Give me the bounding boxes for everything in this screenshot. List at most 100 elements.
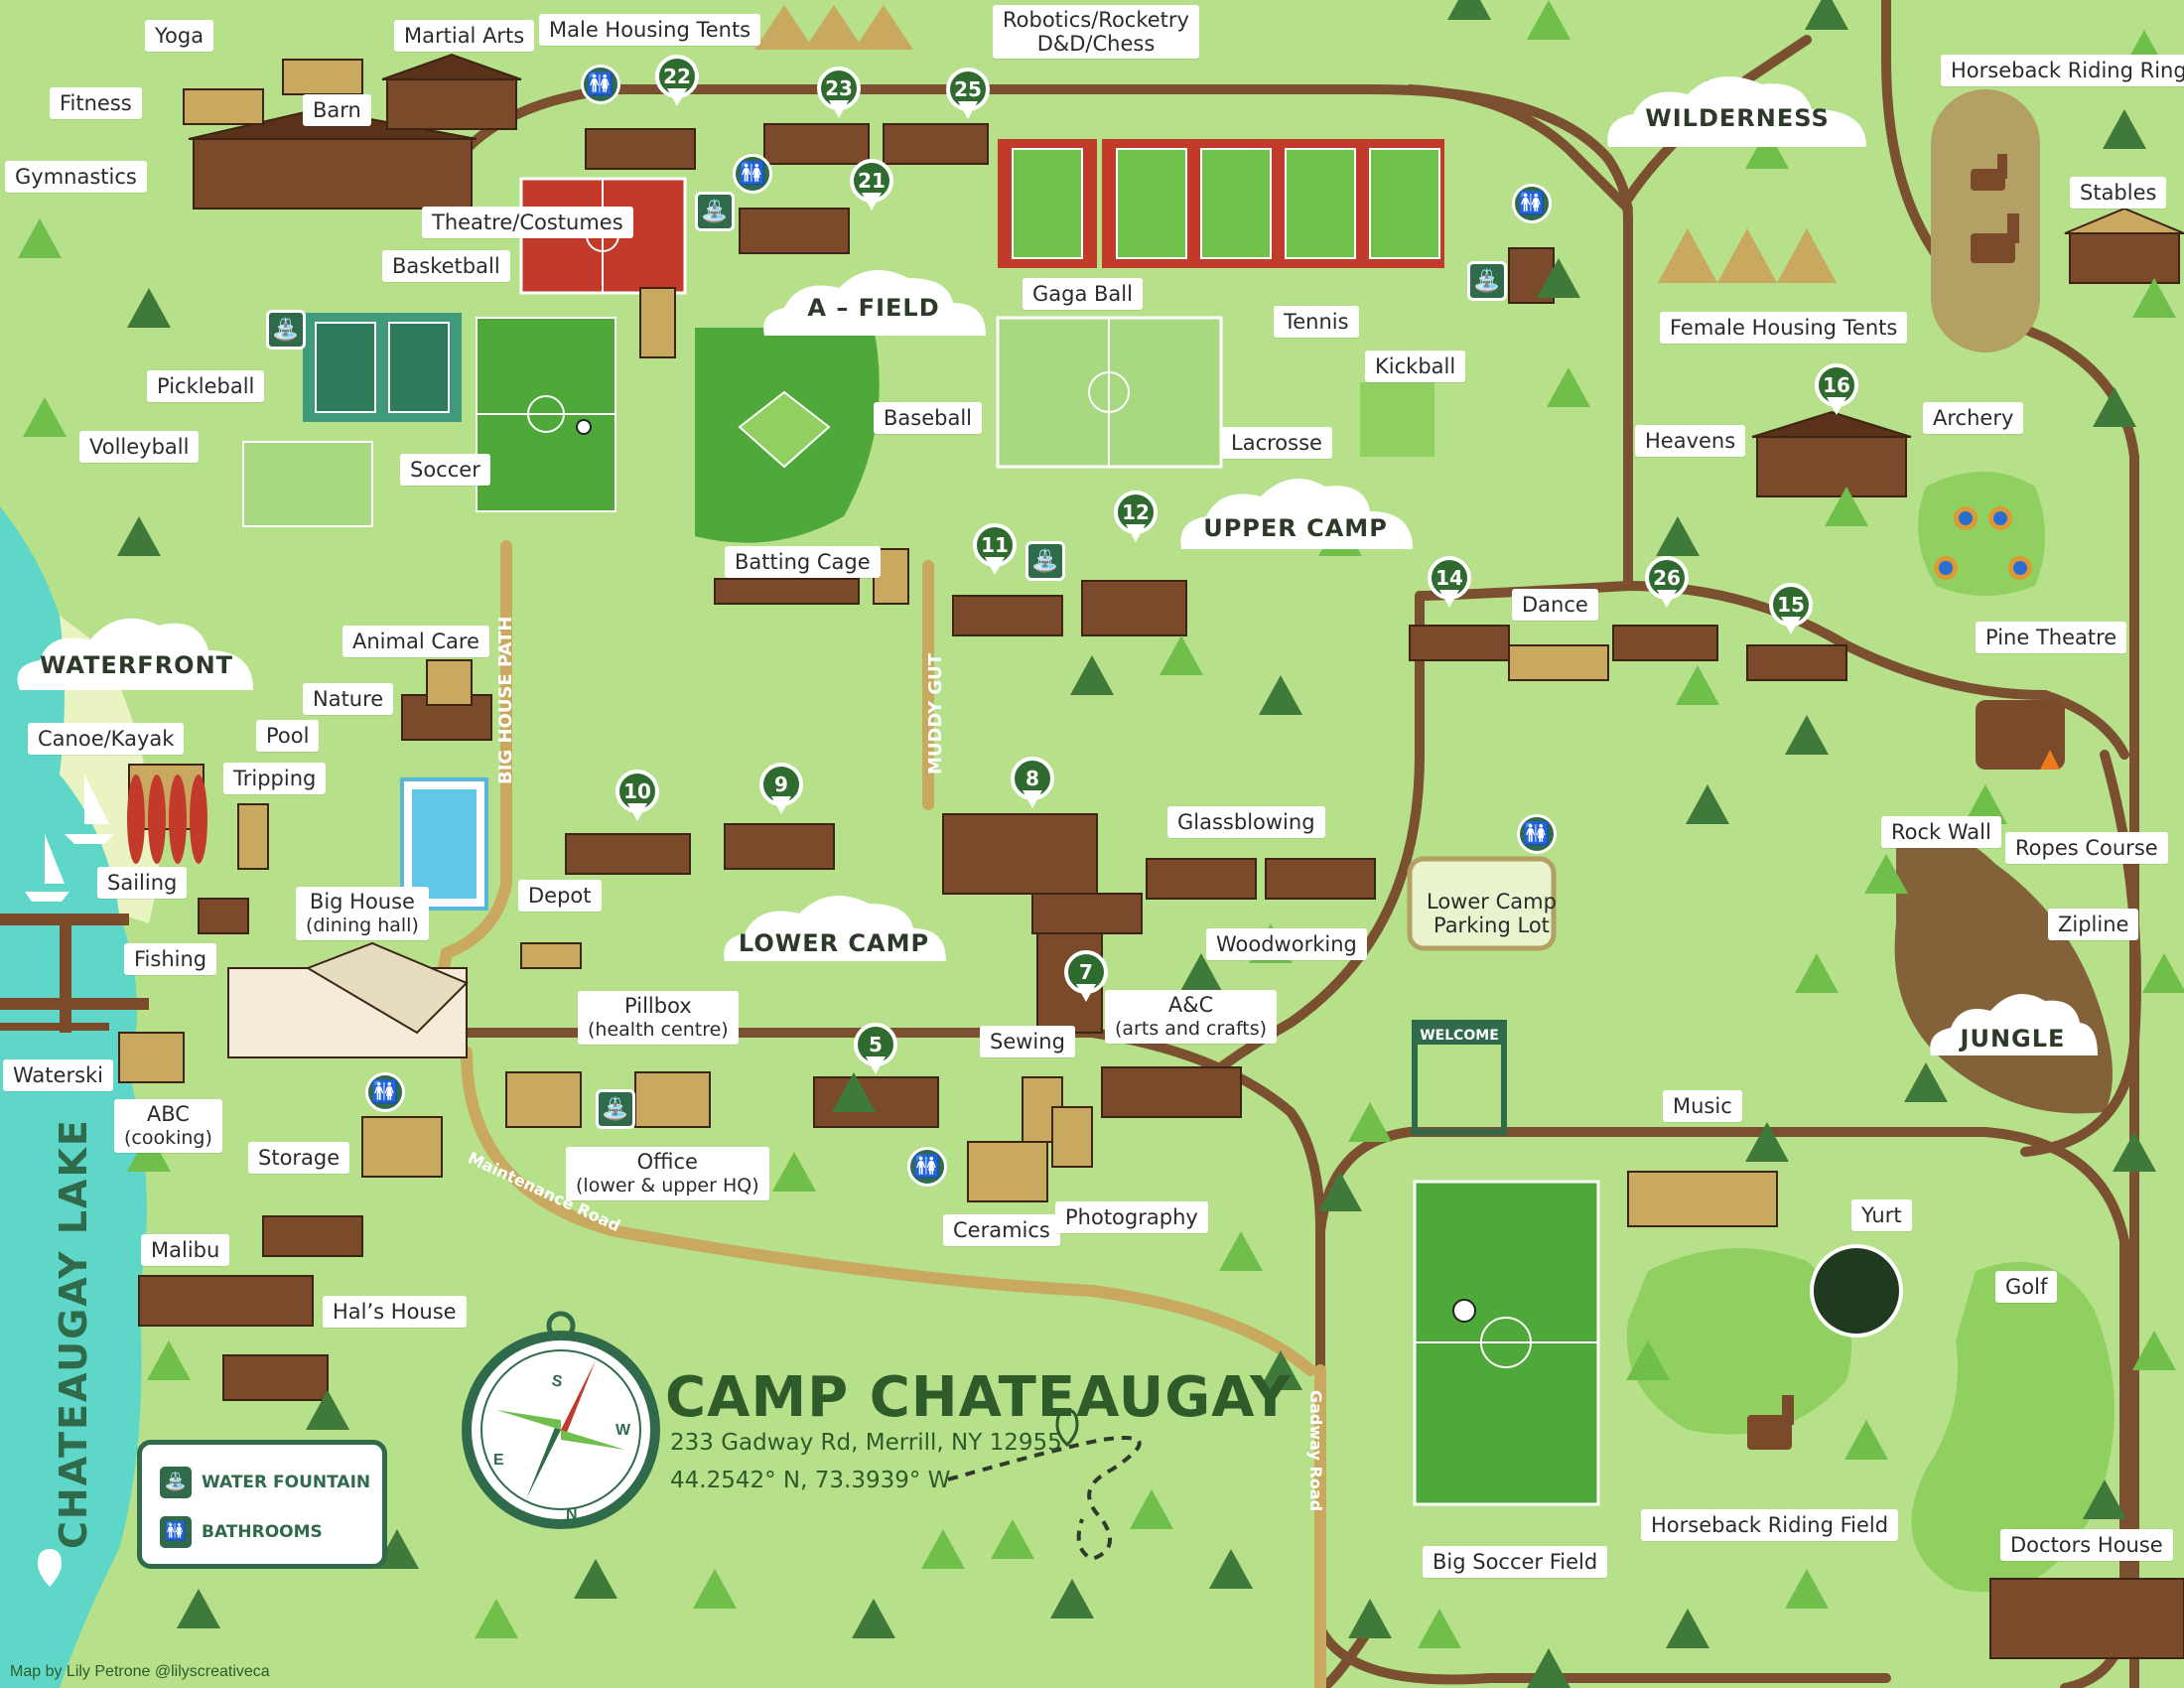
label-hals-house[interactable]: Hal’s House — [323, 1296, 467, 1328]
cabin-pin-10[interactable]: 10 — [615, 770, 659, 825]
label-zipline[interactable]: Zipline — [2048, 909, 2139, 940]
label-glassblowing[interactable]: Glassblowing — [1167, 806, 1325, 838]
cabin-pin-9[interactable]: 9 — [759, 763, 803, 818]
label-basketball[interactable]: Basketball — [382, 250, 510, 282]
wilderness-title: WILDERNESS — [1645, 104, 1830, 132]
label-big-house[interactable]: Big House (dining hall) — [296, 887, 429, 940]
cabin-pin-5[interactable]: 5 — [854, 1023, 897, 1078]
label-doctors-house[interactable]: Doctors House — [2000, 1529, 2173, 1561]
cabin-pin-25[interactable]: 25 — [946, 68, 990, 123]
cabin-pin-16[interactable]: 16 — [1815, 363, 1858, 419]
label-soccer[interactable]: Soccer — [400, 454, 490, 486]
label-male-housing-tents[interactable]: Male Housing Tents — [539, 14, 761, 46]
tree — [127, 288, 171, 328]
baseball-field — [695, 328, 880, 543]
lake-pin-icon — [38, 1549, 62, 1587]
label-pine-theatre[interactable]: Pine Theatre — [1976, 622, 2127, 653]
cabin-pin-12[interactable]: 12 — [1114, 491, 1158, 546]
label-archery[interactable]: Archery — [1923, 402, 2024, 434]
cabin-pin-26[interactable]: 26 — [1645, 556, 1689, 612]
label-volleyball[interactable]: Volleyball — [79, 431, 200, 463]
label-barn[interactable]: Barn — [303, 94, 371, 126]
label-heavens[interactable]: Heavens — [1635, 425, 1746, 457]
tree — [1666, 1609, 1709, 1648]
label-sewing[interactable]: Sewing — [980, 1026, 1075, 1057]
a-field-title: A – FIELD — [807, 294, 940, 322]
label-ac[interactable]: A&C (arts and crafts) — [1105, 990, 1278, 1044]
lower-camp-parking-lot — [1407, 856, 1557, 951]
cabin-pin-15[interactable]: 15 — [1769, 583, 1813, 638]
welcome-label: WELCOME — [1420, 1028, 1499, 1044]
cabin-pin-14[interactable]: 14 — [1428, 556, 1471, 612]
tree — [921, 1529, 965, 1569]
label-kickball[interactable]: Kickball — [1365, 351, 1466, 382]
label-animal-care[interactable]: Animal Care — [342, 626, 489, 657]
label-lower-camp-parking[interactable]: Lower Camp Parking Lot — [1417, 887, 1567, 940]
label-golf[interactable]: Golf — [1995, 1271, 2058, 1303]
tree — [475, 1599, 518, 1638]
label-gaga-ball[interactable]: Gaga Ball — [1023, 278, 1143, 310]
label-storage[interactable]: Storage — [248, 1142, 350, 1174]
bathrooms-icon: 🚻 — [907, 1147, 947, 1187]
label-waterski[interactable]: Waterski — [3, 1059, 114, 1091]
label-malibu[interactable]: Malibu — [141, 1234, 230, 1266]
label-lacrosse[interactable]: Lacrosse — [1221, 427, 1332, 459]
label-pillbox[interactable]: Pillbox (health centre) — [578, 991, 739, 1045]
label-tripping[interactable]: Tripping — [223, 763, 327, 794]
label-abc-line1: ABC — [146, 1102, 190, 1126]
label-ropes-course[interactable]: Ropes Course — [2005, 832, 2168, 864]
tree — [1547, 367, 1590, 407]
label-female-housing-tents[interactable]: Female Housing Tents — [1660, 312, 1908, 344]
label-martial-arts[interactable]: Martial Arts — [394, 20, 535, 52]
label-rock-wall[interactable]: Rock Wall — [1881, 816, 2001, 848]
tree — [1219, 1231, 1263, 1271]
label-horseback-riding-field[interactable]: Horseback Riding Field — [1641, 1509, 1899, 1541]
label-baseball[interactable]: Baseball — [874, 402, 983, 434]
label-yoga[interactable]: Yoga — [145, 20, 214, 52]
soccer-field — [476, 317, 616, 512]
label-pool[interactable]: Pool — [256, 720, 320, 752]
label-pickleball[interactable]: Pickleball — [147, 370, 265, 402]
tree — [1626, 1340, 1670, 1380]
label-music[interactable]: Music — [1663, 1090, 1742, 1122]
label-sailing[interactable]: Sailing — [97, 867, 188, 899]
label-yurt[interactable]: Yurt — [1851, 1199, 1912, 1231]
tree — [1904, 1062, 1948, 1102]
tree — [1348, 1102, 1392, 1142]
label-fishing[interactable]: Fishing — [124, 943, 217, 975]
water-fountain-icon: ⛲ — [266, 310, 306, 350]
label-dance[interactable]: Dance — [1512, 589, 1598, 621]
label-nature[interactable]: Nature — [303, 683, 394, 715]
label-tennis[interactable]: Tennis — [1274, 306, 1359, 338]
cabin-pin-21[interactable]: 21 — [850, 159, 893, 214]
cabin-pin-23[interactable]: 23 — [817, 67, 861, 122]
label-depot[interactable]: Depot — [518, 880, 602, 912]
tree — [1447, 0, 1491, 20]
cabin-pin-7[interactable]: 7 — [1064, 950, 1108, 1006]
tree — [1527, 1648, 1570, 1688]
label-photography[interactable]: Photography — [1055, 1201, 1208, 1233]
cabin-pin-22[interactable]: 22 — [655, 55, 699, 110]
label-stables[interactable]: Stables — [2070, 177, 2167, 209]
label-big-soccer-field[interactable]: Big Soccer Field — [1423, 1546, 1608, 1578]
tree — [574, 1559, 617, 1599]
muddy-gut-label: MUDDY GUT — [925, 652, 946, 774]
bathrooms-icon: 🚻 — [733, 154, 772, 194]
cabin-pin-11[interactable]: 11 — [973, 523, 1017, 579]
label-ceramics[interactable]: Ceramics — [943, 1214, 1060, 1246]
label-robotics[interactable]: Robotics/Rocketry D&D/Chess — [993, 5, 1199, 59]
label-woodworking[interactable]: Woodworking — [1206, 928, 1367, 960]
label-canoe-kayak[interactable]: Canoe/Kayak — [28, 723, 185, 755]
label-theatre-costumes[interactable]: Theatre/Costumes — [422, 207, 633, 238]
cabin-pin-8[interactable]: 8 — [1011, 757, 1054, 812]
horseback-riding-field — [1626, 1248, 1851, 1435]
tree — [1418, 1609, 1461, 1648]
camp-title: CAMP CHATEAUGAY — [665, 1365, 1292, 1430]
label-abc[interactable]: ABC (cooking) — [114, 1099, 222, 1153]
label-horseback-riding-ring[interactable]: Horseback Riding Ring — [1941, 55, 2184, 86]
label-fitness[interactable]: Fitness — [50, 87, 142, 119]
label-batting-cage[interactable]: Batting Cage — [725, 546, 881, 578]
label-office[interactable]: Office (lower & upper HQ) — [566, 1147, 769, 1200]
label-gymnastics[interactable]: Gymnastics — [5, 161, 147, 193]
